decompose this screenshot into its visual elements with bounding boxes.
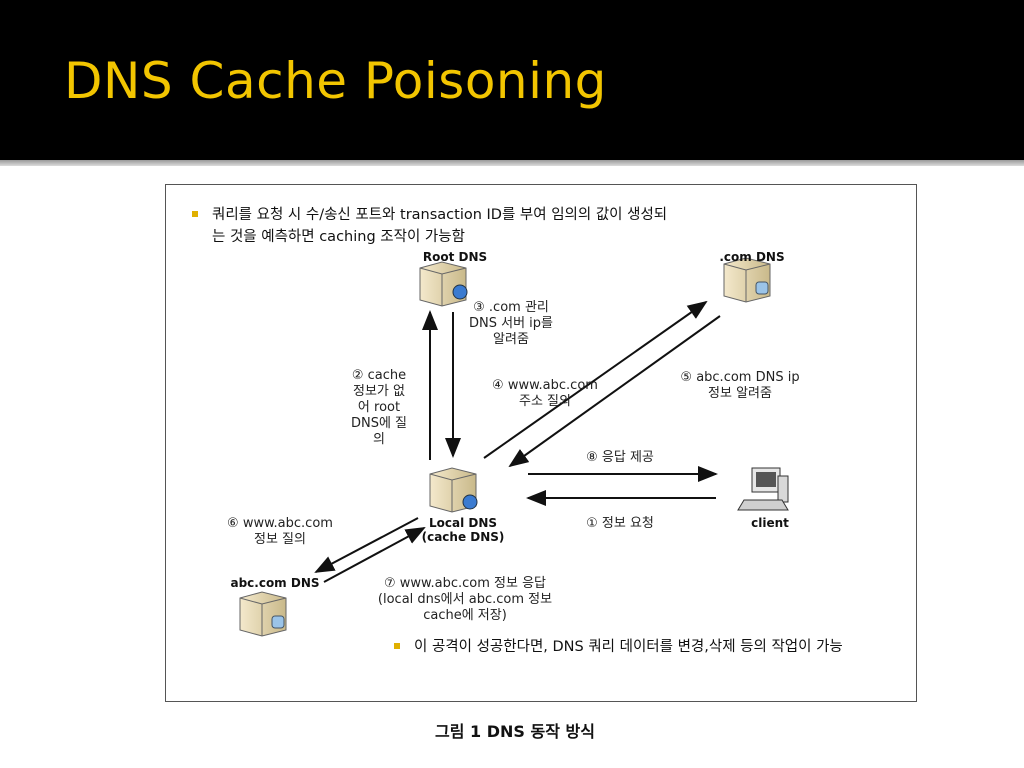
header-divider [0, 160, 1024, 166]
step6-label: ⑥ www.abc.com 정보 질의 [227, 516, 333, 547]
client-label: client [751, 516, 789, 530]
bullet-1-text: 쿼리를 요청 시 수/송신 포트와 transaction ID를 부여 임의의… [212, 207, 668, 245]
root-dns-label: Root DNS [422, 250, 488, 264]
root-dns-server-icon [419, 261, 468, 307]
bullet-mark-1 [192, 211, 198, 217]
arrow-step6 [314, 517, 419, 573]
step5-label: ⑤ abc.com DNS ip 정보 알려줌 [680, 370, 800, 401]
client-computer-icon [737, 467, 789, 511]
step3-label: ③ .com 관리 DNS 서버 ip를 알려줌 [469, 300, 553, 347]
figure-caption: 그림 1 DNS 동작 방식 [435, 722, 595, 741]
bullet-2-text: 이 공격이 성공한다면, DNS 쿼리 데이터를 변경,삭제 등의 작업이 가능 [414, 639, 843, 655]
local-dns-label: Local DNS (cache DNS) [421, 516, 505, 544]
local-dns-server-icon [429, 467, 478, 513]
step8-label: ⑧ 응답 제공 [586, 450, 654, 465]
arrow-step5 [508, 315, 721, 468]
bullet-text-2: 이 공격이 성공한다면, DNS 쿼리 데이터를 변경,삭제 등의 작업이 가능 [394, 636, 894, 658]
step2-label: ② cache 정보가 없 어 root DNS에 질 의 [350, 368, 408, 447]
com-dns-label: .com DNS [719, 250, 785, 264]
arrow-step7 [323, 527, 426, 583]
slide-header [0, 0, 1024, 160]
abc-dns-server-icon [239, 591, 287, 637]
bullet-mark-2 [394, 643, 400, 649]
bullet-text-1: 쿼리를 요청 시 수/송신 포트와 transaction ID를 부여 임의의… [192, 204, 674, 248]
step4-label: ④ www.abc.com 주소 질의 [492, 378, 598, 409]
arrow-step4 [483, 300, 708, 459]
abc-dns-label: abc.com DNS [230, 576, 320, 590]
com-dns-server-icon [723, 257, 771, 303]
step7-label: ⑦ www.abc.com 정보 응답 (local dns에서 abc.com… [377, 576, 553, 623]
step1-label: ① 정보 요청 [586, 516, 654, 531]
slide-title: DNS Cache Poisoning [64, 52, 607, 110]
